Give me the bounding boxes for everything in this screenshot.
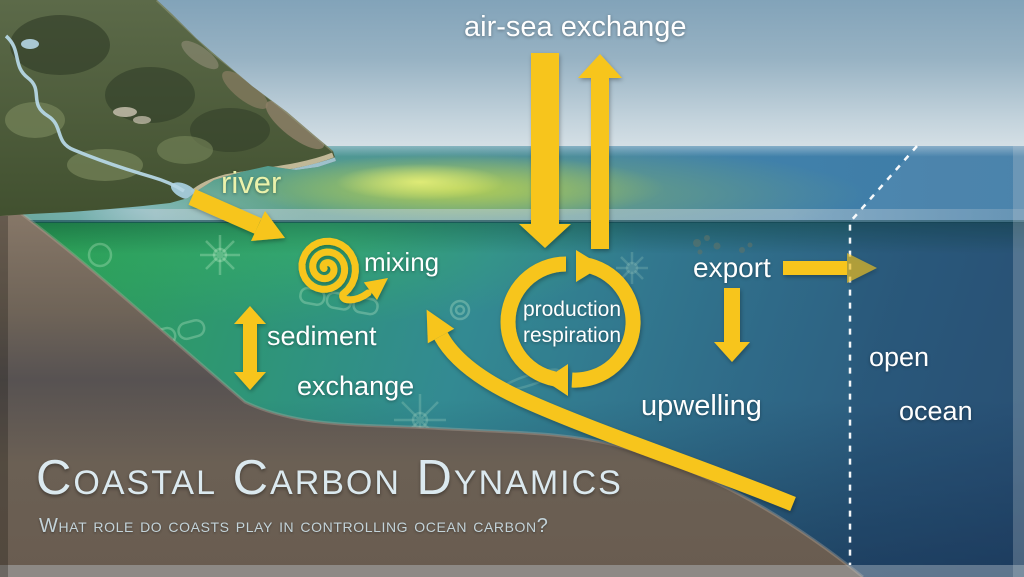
open-ocean-label: open ocean: [869, 344, 973, 425]
respiration-label: respiration: [522, 324, 622, 347]
production-respiration-cycle-icon: [500, 250, 641, 396]
waterline: [0, 220, 1024, 223]
sediment-exchange-label: sediment exchange: [267, 321, 415, 401]
bottom-edge-strip: [0, 565, 1024, 577]
open-ocean-water-tint: [850, 222, 1024, 577]
sediment-exchange-arrow: [234, 306, 266, 390]
mixing-label: mixing: [364, 247, 440, 277]
diatom-star-icon: [200, 235, 240, 275]
land-terrain: [0, 0, 336, 216]
lake: [21, 39, 39, 49]
river-label: river: [221, 165, 282, 200]
mixing-spiral-icon: [298, 237, 388, 304]
export-label: export: [693, 252, 771, 283]
export-sinking-arrow: [714, 288, 750, 362]
upwelling-label: upwelling: [641, 390, 762, 422]
open-ocean-line2: ocean: [899, 396, 973, 426]
river-input-arrow: [188, 189, 285, 241]
air-sea-up-arrow: [578, 54, 622, 249]
flux-arrows: [188, 53, 877, 511]
river-channel: [4, 34, 185, 193]
air-sea-down-arrow: [519, 53, 571, 248]
shelf-break-dashed-line: [848, 145, 918, 565]
production-label: production: [522, 298, 622, 321]
right-edge-strip: [1013, 146, 1024, 577]
page-subtitle: What role do coasts play in controlling …: [39, 515, 549, 537]
left-edge-shadow: [0, 216, 8, 577]
page-title: Coastal Carbon Dynamics: [36, 451, 623, 505]
sediment-exchange-line1: sediment: [267, 321, 377, 351]
sediment-exchange-line2: exchange: [297, 371, 415, 401]
open-ocean-line1: open: [869, 342, 930, 372]
upwelling-arrow: [426, 309, 796, 511]
mixing-spiral-arrowhead: [363, 278, 388, 300]
seafloor-sediment: [0, 198, 863, 577]
export-arrow: [783, 253, 877, 283]
air-sea-exchange-label: air-sea exchange: [464, 11, 687, 43]
plankton-cluster-dots: [693, 235, 753, 255]
open-ocean-surface-tint: [850, 146, 1024, 222]
